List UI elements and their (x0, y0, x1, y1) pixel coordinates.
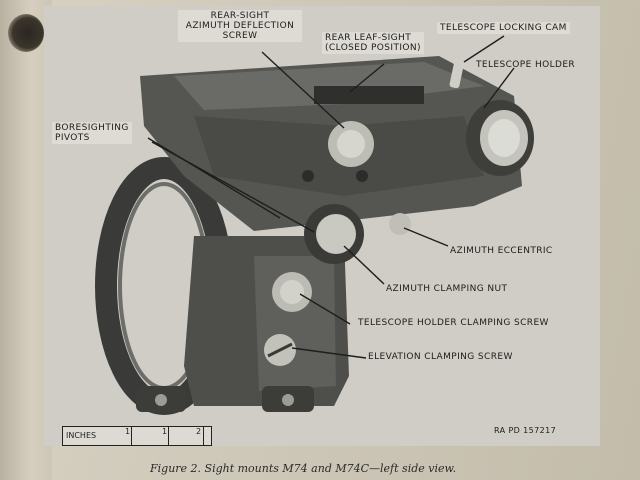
label-elevation-clamping-screw: ELEVATION CLAMPING SCREW (368, 352, 513, 362)
binder-edge (0, 0, 52, 480)
azimuth-eccentric (389, 213, 411, 235)
inch-scale: INCHES 1 1 2 (62, 426, 212, 446)
scale-mark: 1 (125, 427, 131, 436)
label-azimuth-eccentric: AZIMUTH ECCENTRIC (450, 246, 553, 256)
label-telescope-holder: TELESCOPE HOLDER (476, 60, 576, 70)
label-telescope-locking-cam: TELESCOPE LOCKING CAM (437, 22, 570, 34)
rear-leaf-sight (314, 86, 424, 104)
leader-lines (147, 35, 515, 359)
label-rear-leaf-sight: REAR LEAF-SIGHT(CLOSED POSITION) (322, 32, 424, 54)
scale-unit: INCHES (66, 431, 97, 440)
figure-caption: Figure 2. Sight mounts M74 and M74C—left… (150, 462, 457, 475)
label-azimuth-clamping-nut: AZIMUTH CLAMPING NUT (386, 284, 508, 294)
telescope-locking-cam (449, 57, 465, 89)
binder-hole (8, 14, 44, 52)
scale-mark: 1 (162, 427, 168, 436)
sight-mount-photo (95, 35, 534, 415)
reference-number: RA PD 157217 (494, 426, 557, 435)
label-telescope-holder-clamping-screw: TELESCOPE HOLDER CLAMPING SCREW (358, 318, 549, 328)
scale-mark: 2 (196, 427, 202, 436)
